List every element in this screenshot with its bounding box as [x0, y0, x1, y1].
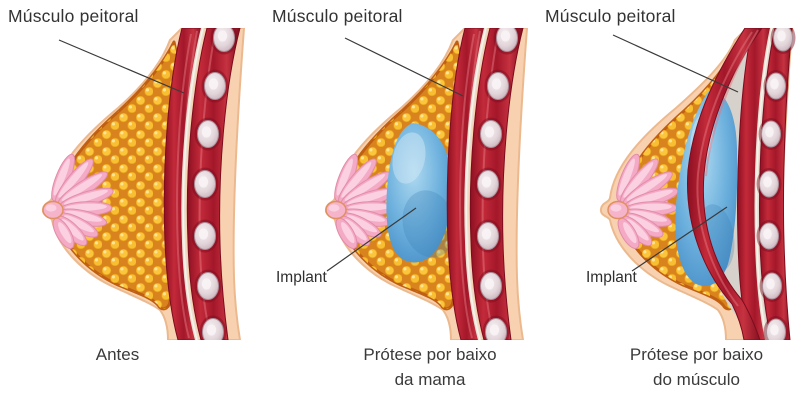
rib-cage-band	[186, 28, 241, 340]
breast-cross-section-submuscular	[599, 28, 796, 340]
pectoral-muscle-label: Músculo peitoral	[545, 6, 676, 26]
rib-cage-band	[737, 28, 796, 340]
rib-cage-band	[469, 28, 524, 340]
breast-cross-section-before	[41, 28, 246, 340]
ribs	[191, 28, 238, 340]
implant-label: Implant	[586, 269, 637, 286]
implant-label: Implant	[276, 269, 327, 286]
mammary-gland	[42, 153, 114, 250]
pectoral-muscle-label: Músculo peitoral	[8, 6, 139, 26]
ribs	[474, 28, 521, 340]
panel-caption: Prótese por baixo do músculo	[629, 345, 764, 389]
panel-caption: Antes	[95, 345, 140, 364]
breast-cross-section-subglandular	[324, 28, 529, 340]
ribs	[756, 28, 796, 340]
pectoral-muscle-label: Músculo peitoral	[272, 6, 403, 26]
panel-caption: Prótese por baixo da mama	[363, 345, 497, 389]
